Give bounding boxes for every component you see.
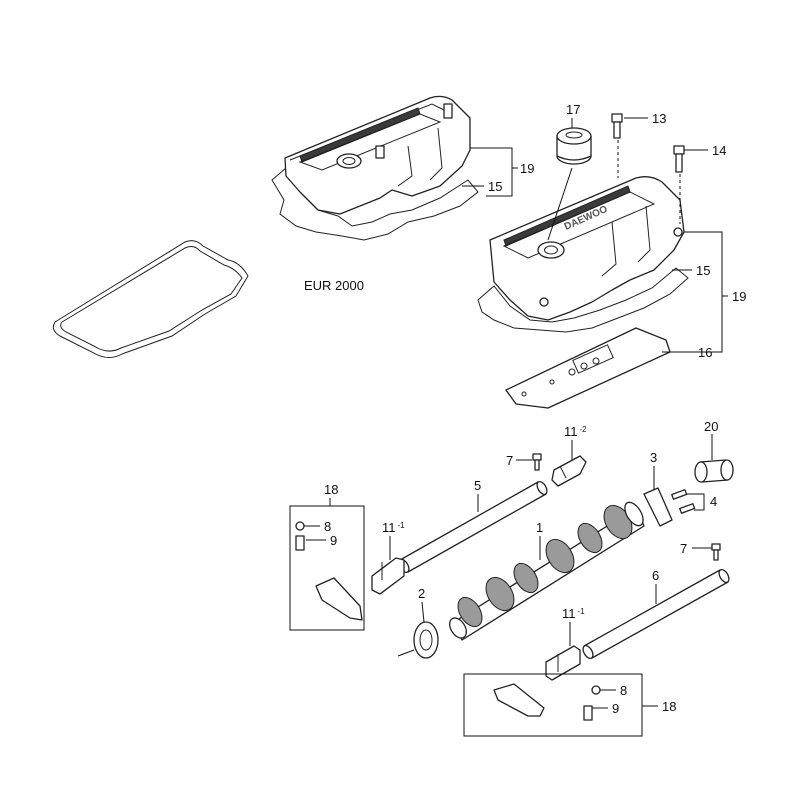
thrust-plate	[643, 487, 673, 527]
rocker-arm-kit-upper	[295, 521, 363, 621]
label-18-lower: 18	[662, 699, 676, 714]
label-11-2-sup: -2	[580, 425, 588, 434]
rocker-shaft-upper	[398, 480, 548, 574]
label-7-lower: 7	[680, 541, 687, 556]
bolt-14	[673, 145, 685, 173]
label-11-1-upper-main: 11	[382, 520, 396, 535]
label-11-2-main: 11	[564, 424, 578, 439]
label-11-1-upper: 11-1	[382, 520, 405, 535]
kit-box-lower	[463, 673, 643, 737]
sensor-ring	[694, 459, 734, 483]
label-11-1-lower: 11-1	[562, 606, 585, 621]
oil-filler-cap	[556, 127, 592, 165]
label-2: 2	[418, 586, 425, 601]
label-9-upper: 9	[330, 533, 337, 548]
label-14: 14	[712, 143, 726, 158]
bracket-11-1-upper	[371, 557, 405, 595]
label-6: 6	[652, 568, 659, 583]
label-9-lower: 9	[612, 701, 619, 716]
label-13: 13	[652, 111, 666, 126]
valve-cover-daewoo: DAEWOO	[477, 176, 689, 333]
kit-box-upper	[289, 505, 365, 631]
bracket-11-2	[551, 455, 587, 487]
label-19-lower: 19	[732, 289, 746, 304]
label-17: 17	[566, 102, 580, 117]
camshaft	[449, 501, 645, 641]
bolts-4	[671, 489, 696, 514]
eur-2000-note: EUR 2000	[304, 278, 364, 293]
rocker-arm-kit-lower	[493, 683, 601, 721]
label-11-1-lower-main: 11	[562, 606, 576, 621]
label-8-upper: 8	[324, 519, 331, 534]
label-11-2: 11-2	[564, 424, 587, 439]
bolt-7-lower	[711, 543, 721, 561]
label-19-upper: 19	[520, 161, 534, 176]
label-15-lower: 15	[696, 263, 710, 278]
leader-lines	[304, 117, 728, 709]
label-5: 5	[474, 478, 481, 493]
label-15-upper: 15	[488, 179, 502, 194]
label-11-1-lower-sup: -1	[578, 607, 586, 616]
valve-cover-eur2000	[271, 95, 479, 241]
bolt-7-upper	[532, 453, 542, 471]
baffle-plate	[505, 327, 671, 409]
label-8-lower: 8	[620, 683, 627, 698]
bracket-11-1-lower	[545, 645, 581, 681]
oil-seal	[413, 621, 439, 659]
label-18-upper: 18	[324, 482, 338, 497]
loose-gasket	[52, 240, 249, 358]
label-4: 4	[710, 494, 717, 509]
label-20: 20	[704, 419, 718, 434]
label-16: 16	[698, 345, 712, 360]
label-7-upper: 7	[506, 453, 513, 468]
label-1: 1	[536, 520, 543, 535]
label-11-1-upper-sup: -1	[398, 521, 406, 530]
rocker-shaft-lower	[582, 568, 730, 660]
callout-labels: 17 13 14 19 15 EUR 2000 15 19 16 20 11-2…	[304, 102, 746, 716]
label-3: 3	[650, 450, 657, 465]
bolt-13	[611, 113, 623, 139]
